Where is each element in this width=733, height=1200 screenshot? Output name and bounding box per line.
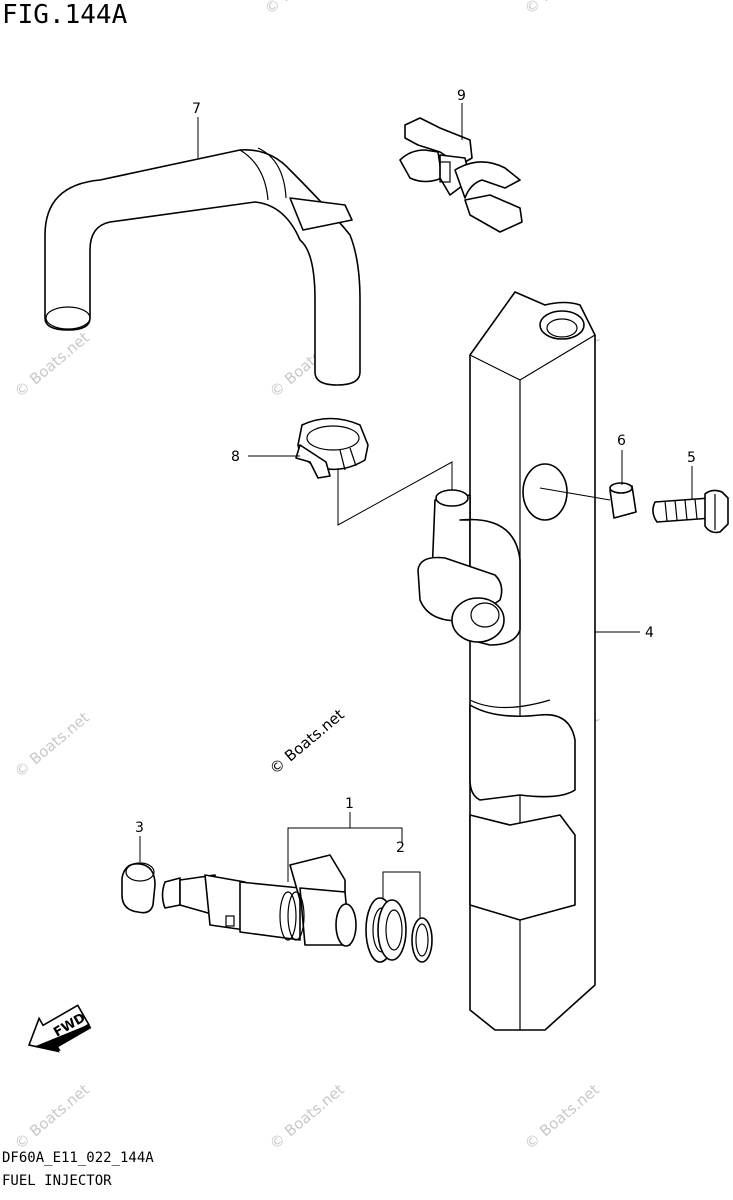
diagram-code: DF60A_E11_022_144A bbox=[2, 1150, 154, 1166]
spacer-part-6[interactable] bbox=[609, 482, 637, 519]
callout-5: 5 bbox=[687, 450, 696, 466]
callout-labels: 7 9 8 4 6 5 3 1 2 bbox=[135, 88, 696, 856]
callout-9: 9 bbox=[457, 88, 466, 104]
callout-8: 8 bbox=[231, 449, 240, 465]
figure-title: FIG.144A bbox=[2, 0, 128, 30]
leader-lines bbox=[139, 103, 693, 918]
watermark: © Boats.net bbox=[521, 1080, 603, 1153]
watermark: © Boats.net bbox=[11, 1080, 93, 1153]
watermark: © Boats.net bbox=[11, 328, 93, 401]
watermark: © Boats.net bbox=[266, 1080, 348, 1153]
fwd-arrow-icon: FWD bbox=[27, 1004, 92, 1053]
clamp-part-9[interactable] bbox=[399, 117, 523, 233]
hose-clamp-part-8[interactable] bbox=[295, 417, 369, 479]
callout-7: 7 bbox=[192, 101, 201, 117]
fuel-injector-part-1[interactable] bbox=[161, 854, 357, 947]
watermark: © Boats.net bbox=[521, 0, 603, 18]
o-ring-part-2[interactable] bbox=[365, 897, 433, 963]
watermark-center: © Boats.net bbox=[266, 705, 348, 778]
callout-3: 3 bbox=[135, 820, 144, 836]
callout-4: 4 bbox=[645, 625, 654, 641]
cushion-part-3[interactable] bbox=[121, 862, 156, 914]
bolt-part-5[interactable] bbox=[652, 489, 729, 534]
diagram-name: FUEL INJECTOR bbox=[2, 1173, 112, 1189]
watermark: © Boats.net bbox=[261, 0, 343, 18]
callout-6: 6 bbox=[617, 433, 626, 449]
fuel-hose-part-7[interactable] bbox=[44, 147, 361, 386]
callout-1: 1 bbox=[345, 796, 354, 812]
callout-2: 2 bbox=[396, 840, 405, 856]
delivery-pipe-part-4[interactable] bbox=[417, 291, 596, 1031]
watermark: © Boats.net bbox=[11, 708, 93, 781]
